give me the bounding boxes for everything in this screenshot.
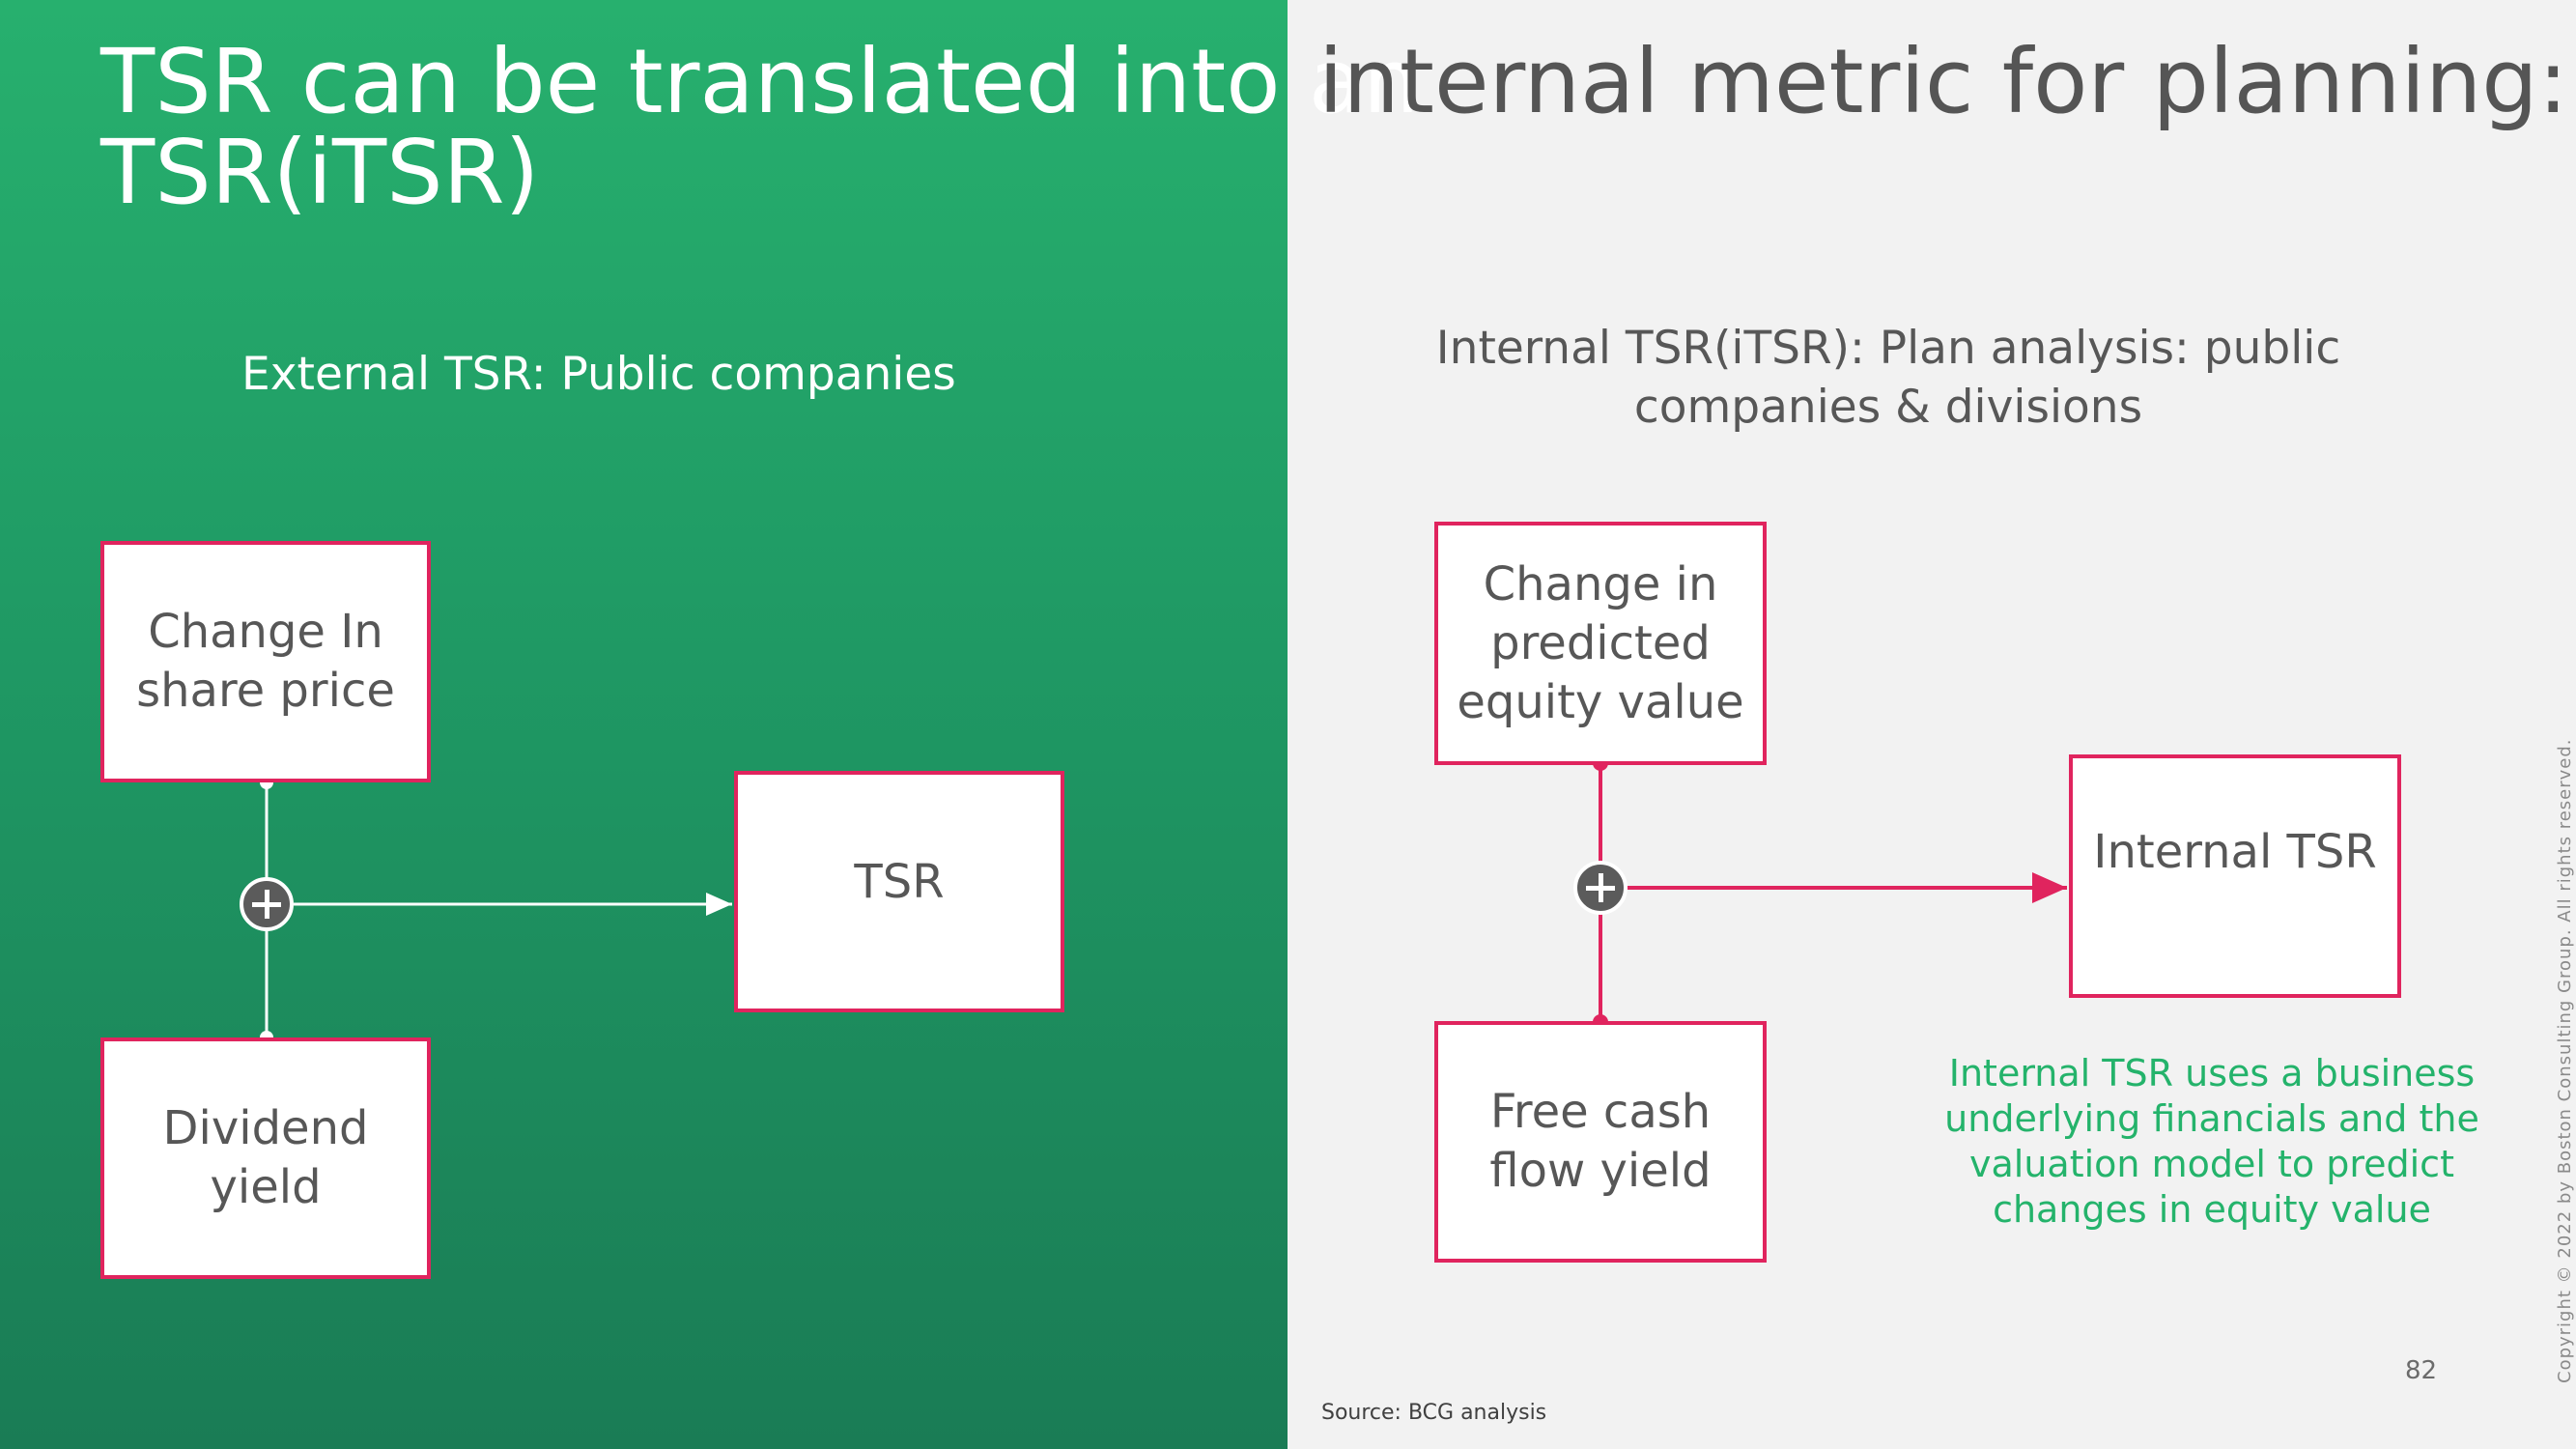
external-tsr-heading: External TSR: Public companies [241, 348, 956, 401]
copyright-notice: Copyright © 2022 by Boston Consulting Gr… [2555, 738, 2575, 1383]
note-line4: changes in equity value [1993, 1188, 2431, 1231]
note-line1: Internal TSR uses a business [1948, 1052, 2476, 1094]
dividend-line1: Dividend [162, 1101, 369, 1155]
source-note: Source: BCG analysis [1321, 1401, 1547, 1425]
internal-tsr-label: Internal TSR [2093, 824, 2377, 879]
slide-title-line2: TSR(iTSR) [100, 121, 540, 224]
internal-tsr-note: Internal TSR uses a business underlying … [1937, 1051, 2487, 1233]
page-number: 82 [2405, 1356, 2438, 1385]
fcf-line2: flow yield [1489, 1144, 1712, 1198]
internal-heading-line2: companies & divisions [1633, 381, 2143, 434]
internal-tsr-box: Internal TSR [2069, 754, 2401, 998]
slide-title-right: internal metric for planning: [1318, 30, 2568, 133]
dividend-line2: yield [210, 1160, 322, 1214]
note-line3: valuation model to predict [1969, 1143, 2454, 1185]
free-cash-flow-yield-box: Free cash flow yield [1434, 1021, 1767, 1263]
change-in-share-price-box: Change In share price [100, 541, 431, 782]
internal-plus-icon [1573, 861, 1628, 915]
tsr-label: TSR [854, 854, 945, 909]
external-plus-icon [240, 877, 294, 931]
fcf-line1: Free cash [1489, 1085, 1712, 1139]
share-price-line2: share price [136, 664, 395, 718]
internal-tsr-heading: Internal TSR(iTSR): Plan analysis: publi… [1430, 319, 2347, 437]
equity-line1: Change in [1483, 556, 1718, 611]
internal-heading-line1: Internal TSR(iTSR): Plan analysis: publi… [1435, 322, 2341, 375]
note-line2: underlying financials and the [1944, 1097, 2479, 1140]
equity-line2: predicted [1490, 615, 1711, 670]
share-price-line1: Change In [148, 605, 383, 659]
change-in-predicted-equity-box: Change in predicted equity value [1434, 522, 1767, 765]
tsr-box: TSR [734, 771, 1064, 1012]
slide-title-left: TSR can be translated into an TSR(iTSR) [100, 30, 1420, 224]
equity-line3: equity value [1457, 674, 1744, 729]
dividend-yield-box: Dividend yield [100, 1037, 431, 1279]
slide-title-line1: TSR can be translated into an [100, 30, 1420, 133]
